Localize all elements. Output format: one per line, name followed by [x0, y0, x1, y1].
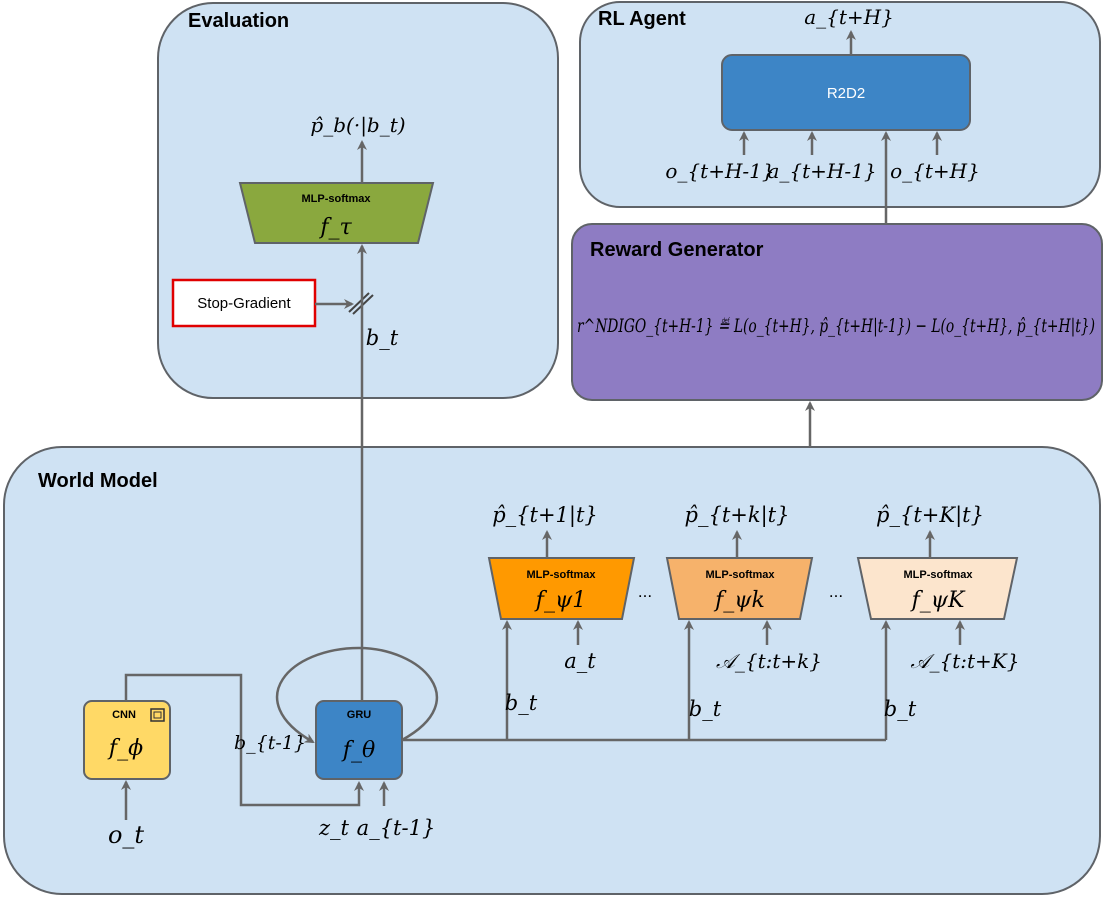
mlp-softmax-eval-box — [238, 182, 435, 244]
mlp-psi1-func: f_ψ1 — [534, 588, 586, 613]
mlp-psiK-label: MLP-softmax — [903, 569, 973, 581]
o-t-label: o_t — [108, 821, 144, 849]
p-t1-label: p̂_{t+1|t} — [492, 503, 598, 528]
b-t-1-label: b_t — [505, 691, 538, 715]
world-model-panel — [3, 446, 1101, 895]
b-t-2-label: b_t — [689, 697, 722, 721]
cnn-func: f_ϕ — [107, 736, 143, 761]
mlp-psi1-label: MLP-softmax — [526, 569, 596, 581]
b-t-3-label: b_t — [884, 697, 917, 721]
a-tH1-label: a_{t+H-1} — [767, 159, 876, 183]
gru-func: f_θ — [341, 738, 375, 763]
reward-generator-title: Reward Generator — [590, 239, 764, 261]
gru-label: GRU — [347, 709, 372, 721]
p-tk-label: p̂_{t+k|t} — [685, 503, 790, 528]
z-t-label: z_t — [318, 816, 350, 840]
mlp-psiK-box — [856, 557, 1019, 620]
cnn-label: CNN — [112, 709, 136, 721]
stop-gradient-label: Stop-Gradient — [197, 295, 291, 312]
mlp-psiK-func: f_ψK — [910, 588, 966, 613]
mlp-psik-func: f_ψk — [713, 588, 765, 613]
r2d2-label: R2D2 — [827, 85, 865, 102]
stop-gradient-slash-1 — [348, 292, 370, 313]
r2d2-box — [721, 54, 971, 131]
a-tH-label: a_{t+H} — [804, 5, 894, 29]
b-tm1-label: b_{t-1} — [234, 732, 306, 754]
A-tk-label: 𝒜_{t:t+k} — [716, 649, 822, 673]
mlp-eval-func: f_τ — [318, 215, 352, 240]
b-t-eval-label: b_t — [366, 326, 399, 350]
A-tK-label: 𝒜_{t:t+K} — [911, 649, 1020, 673]
evaluation-title: Evaluation — [188, 10, 289, 32]
reward-generator-panel — [571, 223, 1103, 401]
rl-agent-title: RL Agent — [598, 8, 686, 30]
mlp-psik-box — [665, 557, 814, 620]
a-t-label: a_t — [564, 649, 596, 673]
p-tK-label: p̂_{t+K|t} — [876, 503, 984, 528]
world-model-title: World Model — [38, 470, 158, 492]
a-tm1-label: a_{t-1} — [357, 816, 436, 840]
ellipsis-2: ... — [829, 582, 843, 601]
p-b-label: p̂_b(·|b_t) — [310, 113, 405, 138]
reward-formula: r^NDIGO_{t+H-1} ≝ L(o_{t+H}, p̂_{t+H|t-1… — [577, 315, 1095, 337]
mlp-eval-label: MLP-softmax — [301, 193, 371, 205]
o-tH1-label: o_{t+H-1} — [665, 159, 774, 183]
mlp-psi1-box — [487, 557, 636, 620]
o-tH-label: o_{t+H} — [890, 159, 980, 183]
mlp-psik-label: MLP-softmax — [705, 569, 775, 581]
ellipsis-1: ... — [638, 582, 652, 601]
cnn-frame-icon — [150, 708, 165, 722]
stop-gradient-box — [171, 278, 317, 328]
